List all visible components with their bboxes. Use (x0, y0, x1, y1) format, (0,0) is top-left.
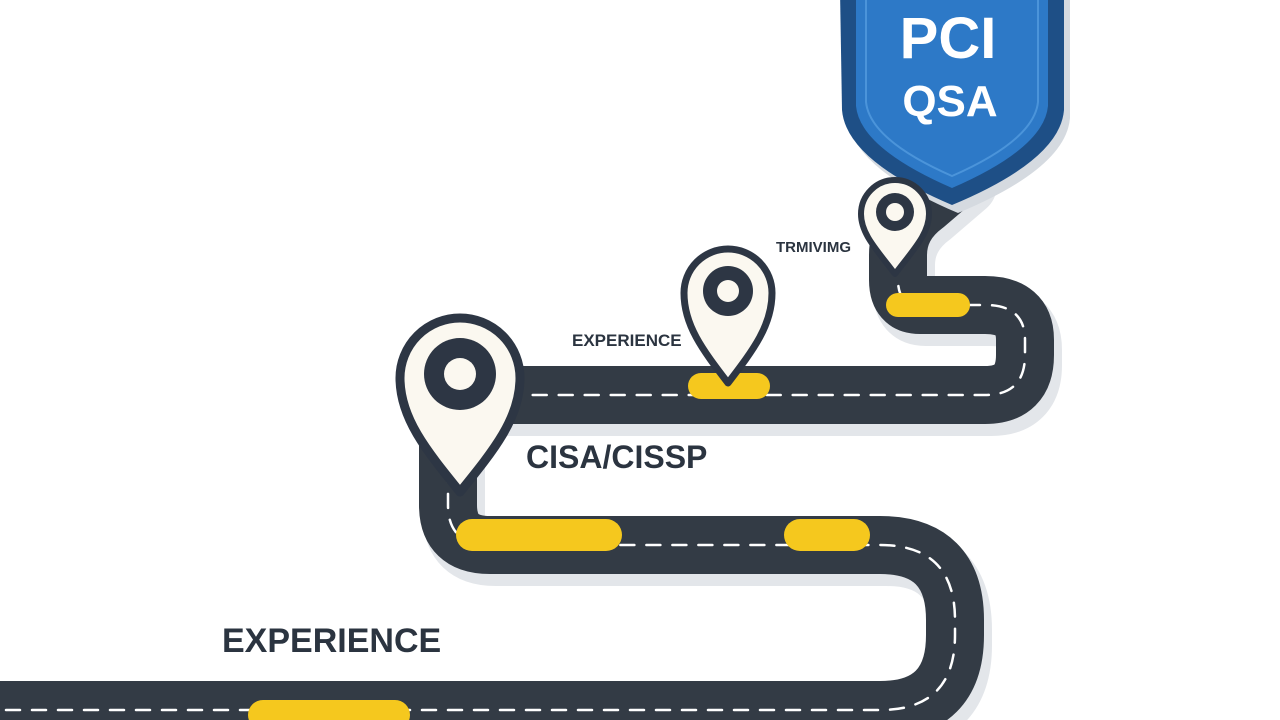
badge-line-1: PCI (900, 6, 997, 71)
road-marker (248, 700, 410, 720)
label-experience-mid: EXPERIENCE (572, 331, 682, 350)
road-marker (784, 519, 870, 551)
label-cisa-cissp: CISA/CISSP (526, 439, 707, 475)
location-pin-icon (858, 177, 932, 277)
road (0, 146, 1054, 720)
location-pin-icon (680, 245, 776, 387)
road-lane-dashes (0, 278, 1027, 712)
location-pin-icon (395, 313, 525, 497)
label-experience-bottom: EXPERIENCE (222, 622, 441, 660)
label-training: TRMIVIMG (776, 239, 851, 256)
road-marker (886, 293, 970, 317)
badge-line-2: QSA (902, 77, 997, 126)
road-marker (456, 519, 622, 551)
shield-badge-icon: PCI QSA (840, 0, 1070, 213)
